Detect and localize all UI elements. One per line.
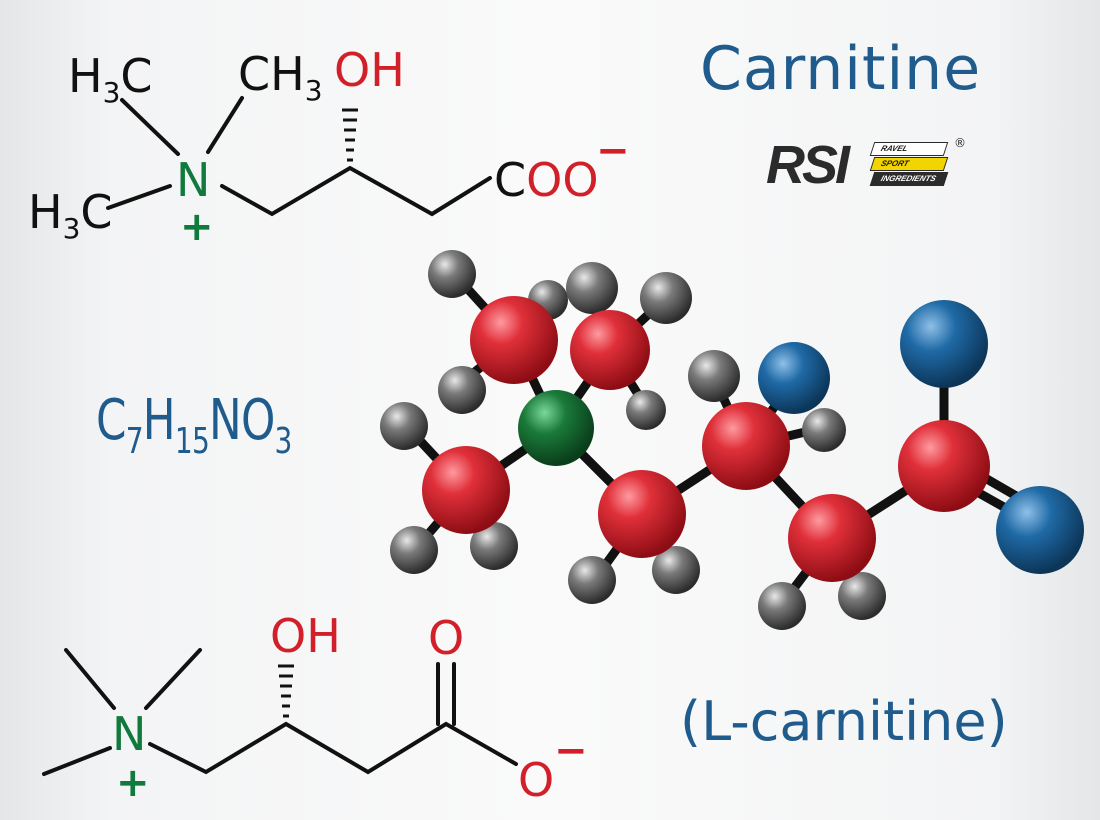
bottom-labels: OH O O − N +	[112, 609, 588, 807]
top-structure	[106, 96, 492, 217]
carbon-atom	[422, 446, 510, 534]
bottom-bond-me3	[42, 746, 112, 776]
top-bond-h3c2-n	[106, 184, 172, 210]
hydrogen-atom	[428, 250, 476, 298]
top-chain	[220, 165, 492, 217]
hydrogen-atom	[688, 350, 740, 402]
hydrogen-atom	[758, 582, 806, 630]
hydrogen-atom	[802, 408, 846, 452]
model-hydrogens	[380, 250, 886, 630]
top-plus: +	[180, 204, 214, 250]
bottom-o-minus: O	[518, 753, 554, 807]
top-ch3: CH3	[238, 47, 323, 107]
formula-n: N	[209, 388, 242, 453]
bottom-chain	[148, 721, 518, 775]
hydrogen-atom	[652, 546, 700, 594]
hydrogen-atom	[470, 522, 518, 570]
bottom-hashed-wedge	[278, 664, 294, 718]
bottom-plus: +	[116, 760, 150, 806]
hydrogen-atom	[568, 556, 616, 604]
hydrogen-atom	[838, 572, 886, 620]
hydrogen-atom	[626, 390, 666, 430]
formula-h-sub: 15	[174, 421, 210, 462]
registered-mark: ®	[954, 136, 966, 150]
carbon-atom	[598, 470, 686, 558]
top-coo: COO	[494, 153, 599, 207]
carbon-atom	[898, 420, 990, 512]
bottom-n: N	[112, 707, 146, 761]
top-hashed-wedge	[342, 108, 358, 162]
hydrogen-atom	[640, 272, 692, 324]
formula-o-sub: 3	[274, 421, 293, 462]
formula-c: C	[96, 388, 127, 453]
oxygen-atom	[900, 300, 988, 388]
top-h3c-2: H3C	[28, 185, 113, 245]
nitrogen-atom	[518, 390, 594, 466]
carbon-atom	[470, 296, 558, 384]
oxygen-atom	[996, 486, 1084, 574]
top-h3c-1: H3C	[68, 49, 153, 109]
bottom-bond-me1	[64, 648, 116, 710]
bottom-bond-me2	[144, 648, 202, 710]
top-oh: OH	[334, 43, 405, 97]
bottom-oh: OH	[270, 609, 341, 663]
formula-c-sub: 7	[125, 421, 144, 462]
carbon-atom	[788, 494, 876, 582]
formula-h: H	[142, 388, 176, 453]
top-bond-ch3-n	[206, 96, 244, 154]
oxygen-atom	[758, 342, 830, 414]
model-oxygens	[758, 300, 1084, 574]
carbon-atom	[702, 402, 790, 490]
molecular-formula: C7H15NO3	[96, 388, 292, 462]
bottom-structure	[42, 648, 518, 776]
top-minus: −	[596, 128, 630, 174]
bottom-minus: −	[554, 728, 588, 774]
compound-title: Carnitine	[700, 34, 982, 104]
carbon-atom	[570, 310, 650, 390]
model-carbons	[422, 296, 990, 582]
top-n: N	[176, 153, 210, 207]
hydrogen-atom	[380, 402, 428, 450]
top-labels: H3C CH3 OH H3C N + COO −	[28, 43, 630, 250]
hydrogen-atom	[390, 526, 438, 574]
rsi-logo: RSI RAVEL SPORT INGREDIENTS ®	[766, 134, 966, 195]
hydrogen-atom	[566, 262, 618, 314]
formula-o: O	[240, 388, 275, 453]
bottom-o-double: O	[428, 611, 464, 665]
compound-subtitle: (L-carnitine)	[680, 690, 1008, 753]
hydrogen-atom	[438, 366, 486, 414]
logo-text: RSI	[766, 135, 850, 195]
ball-and-stick-model	[380, 250, 1084, 630]
top-bond-h3c1-n	[120, 98, 180, 156]
